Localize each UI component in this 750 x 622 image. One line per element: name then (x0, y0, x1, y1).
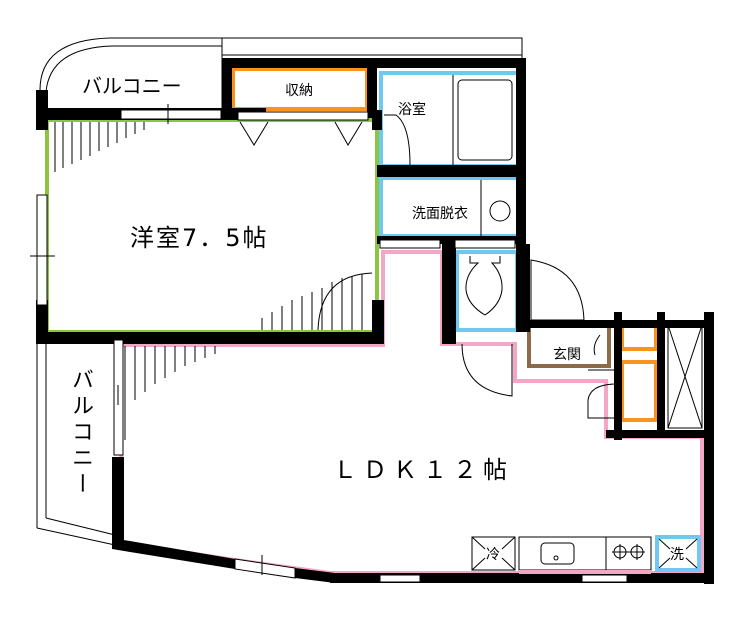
fridge-label: 冷 (486, 547, 500, 563)
fridge-icon (471, 536, 516, 571)
washer-icon (655, 535, 701, 572)
bath-border (379, 71, 520, 168)
window-bottom-slanted (234, 558, 296, 579)
stove-icon (605, 536, 652, 571)
kitchen-counter (471, 536, 652, 571)
balcony-top-label: バルコニー (82, 74, 182, 98)
washer-label: 洗 (670, 547, 684, 563)
stairs-hatching (54, 122, 363, 440)
shoe-storage-2-border (620, 360, 658, 422)
bottom-slanted-wall (112, 538, 235, 569)
balcony-left-label: バルコニー (68, 368, 93, 498)
wash-basin-icon (489, 200, 511, 222)
doors (239, 114, 615, 419)
bath-label: 浴室 (398, 102, 426, 118)
balcony-top (39, 37, 523, 110)
storage-label: 収納 (285, 83, 313, 99)
entrance-label: 玄関 (553, 347, 581, 363)
western-room-label: 洋室7．5帖 (130, 224, 269, 252)
toilet-icon (465, 256, 503, 316)
ldk-label: ＬＤＫ１２帖 (333, 456, 513, 484)
bathtub-icon (457, 79, 513, 161)
bottom-slanted-wall-2 (295, 568, 335, 583)
sink-icon (540, 542, 575, 565)
balcony-left (36, 340, 116, 546)
closet-x (667, 324, 703, 429)
shoe-storage-1-border (620, 323, 658, 351)
washroom-label: 洗面脱衣 (412, 206, 468, 222)
